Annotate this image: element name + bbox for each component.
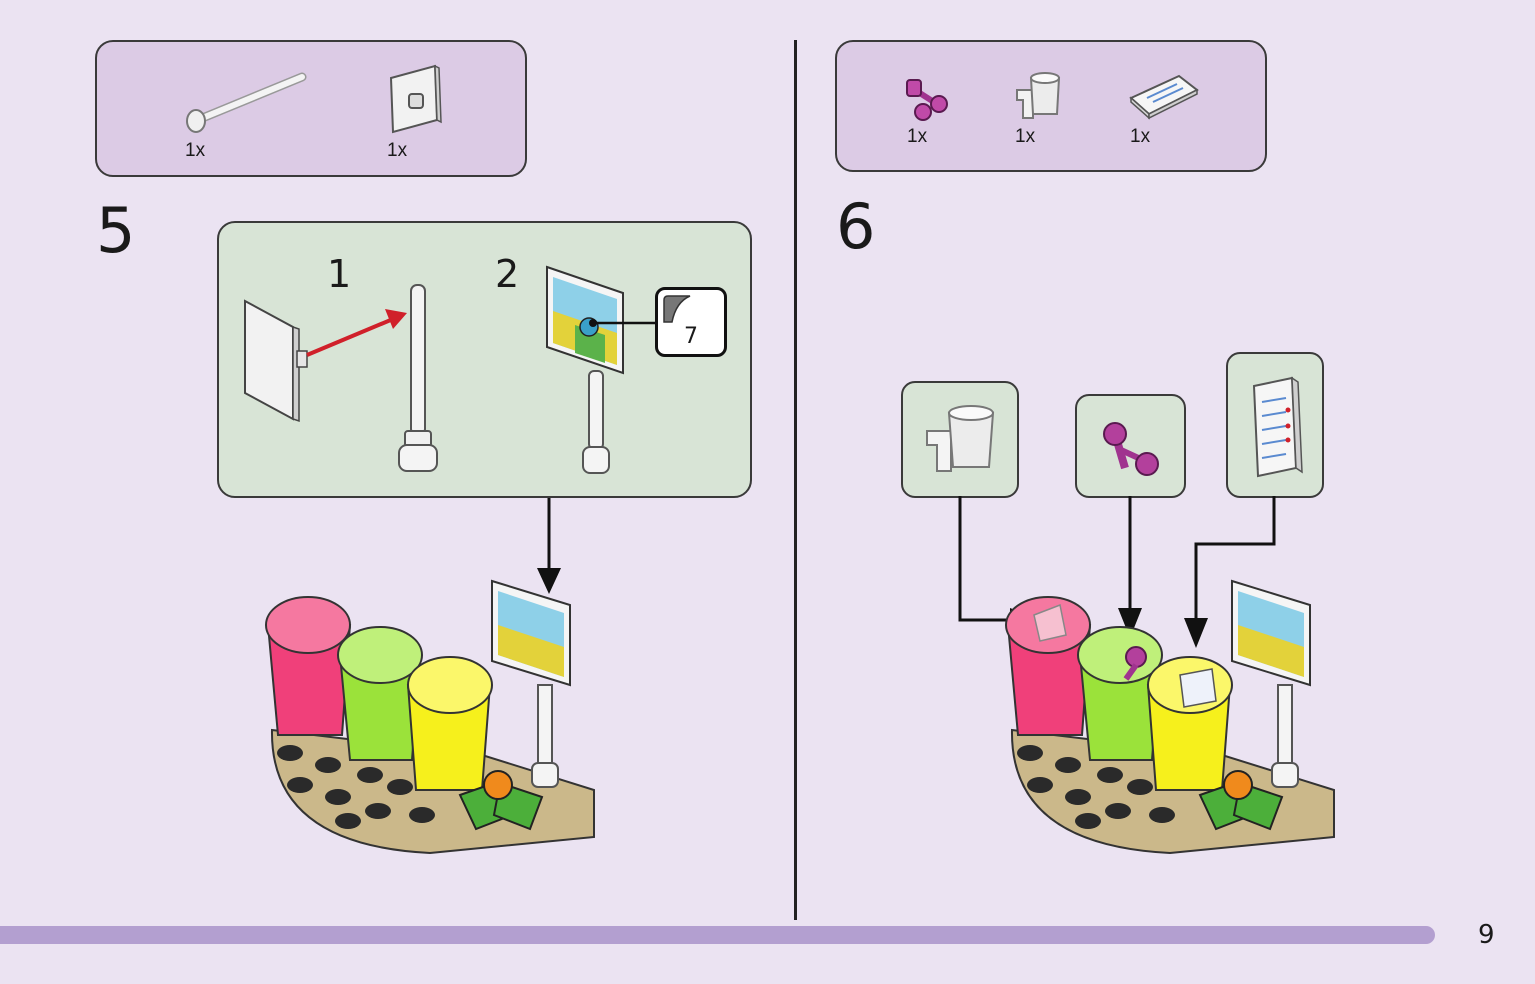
step6-parts-box: 1x 1x 1x bbox=[835, 40, 1267, 172]
step5-parts-box: 1x 1x bbox=[95, 40, 527, 177]
step6-part2-qty: 1x bbox=[1015, 126, 1036, 147]
sign-plate-icon bbox=[244, 299, 308, 423]
purple-flower-stem-icon bbox=[1103, 422, 1159, 476]
step-divider bbox=[794, 40, 797, 920]
printed-tile-icon bbox=[1252, 376, 1303, 478]
glass-cup-icon bbox=[926, 405, 995, 472]
sticker-icon bbox=[663, 295, 691, 323]
flower-callout bbox=[1075, 394, 1186, 498]
progress-bar bbox=[0, 926, 1435, 944]
step6-part3-qty: 1x bbox=[1130, 126, 1151, 147]
step6-model-illustration bbox=[1005, 579, 1335, 855]
glass-cup-icon bbox=[1016, 72, 1061, 119]
purple-flower-stem-icon bbox=[906, 79, 948, 121]
substep-2-number: 2 bbox=[495, 252, 520, 296]
assembled-sign-icon bbox=[546, 265, 624, 474]
step5-number: 5 bbox=[96, 194, 136, 267]
step5-subassembly-box: 1 2 7 bbox=[217, 221, 752, 498]
step5-model-illustration bbox=[265, 579, 595, 855]
sticker-callout: 7 bbox=[655, 287, 727, 357]
page-number: 9 bbox=[1478, 920, 1495, 950]
bar-piece-icon bbox=[186, 72, 307, 133]
tile-callout bbox=[1226, 352, 1324, 498]
clip-plate-piece-icon bbox=[389, 64, 442, 134]
sticker-number: 7 bbox=[684, 324, 698, 349]
step6-part1-qty: 1x bbox=[907, 126, 928, 147]
printed-tile-icon bbox=[1129, 74, 1199, 120]
red-arrow-icon bbox=[306, 309, 407, 357]
step6-number: 6 bbox=[836, 190, 876, 263]
cup-callout bbox=[901, 381, 1019, 498]
substep-1-number: 1 bbox=[327, 252, 352, 296]
step5-part1-qty: 1x bbox=[185, 140, 206, 161]
step5-part2-qty: 1x bbox=[387, 140, 408, 161]
step5-down-arrow bbox=[537, 498, 561, 594]
sticker-leader-line bbox=[589, 319, 655, 327]
pole-icon bbox=[398, 284, 438, 472]
